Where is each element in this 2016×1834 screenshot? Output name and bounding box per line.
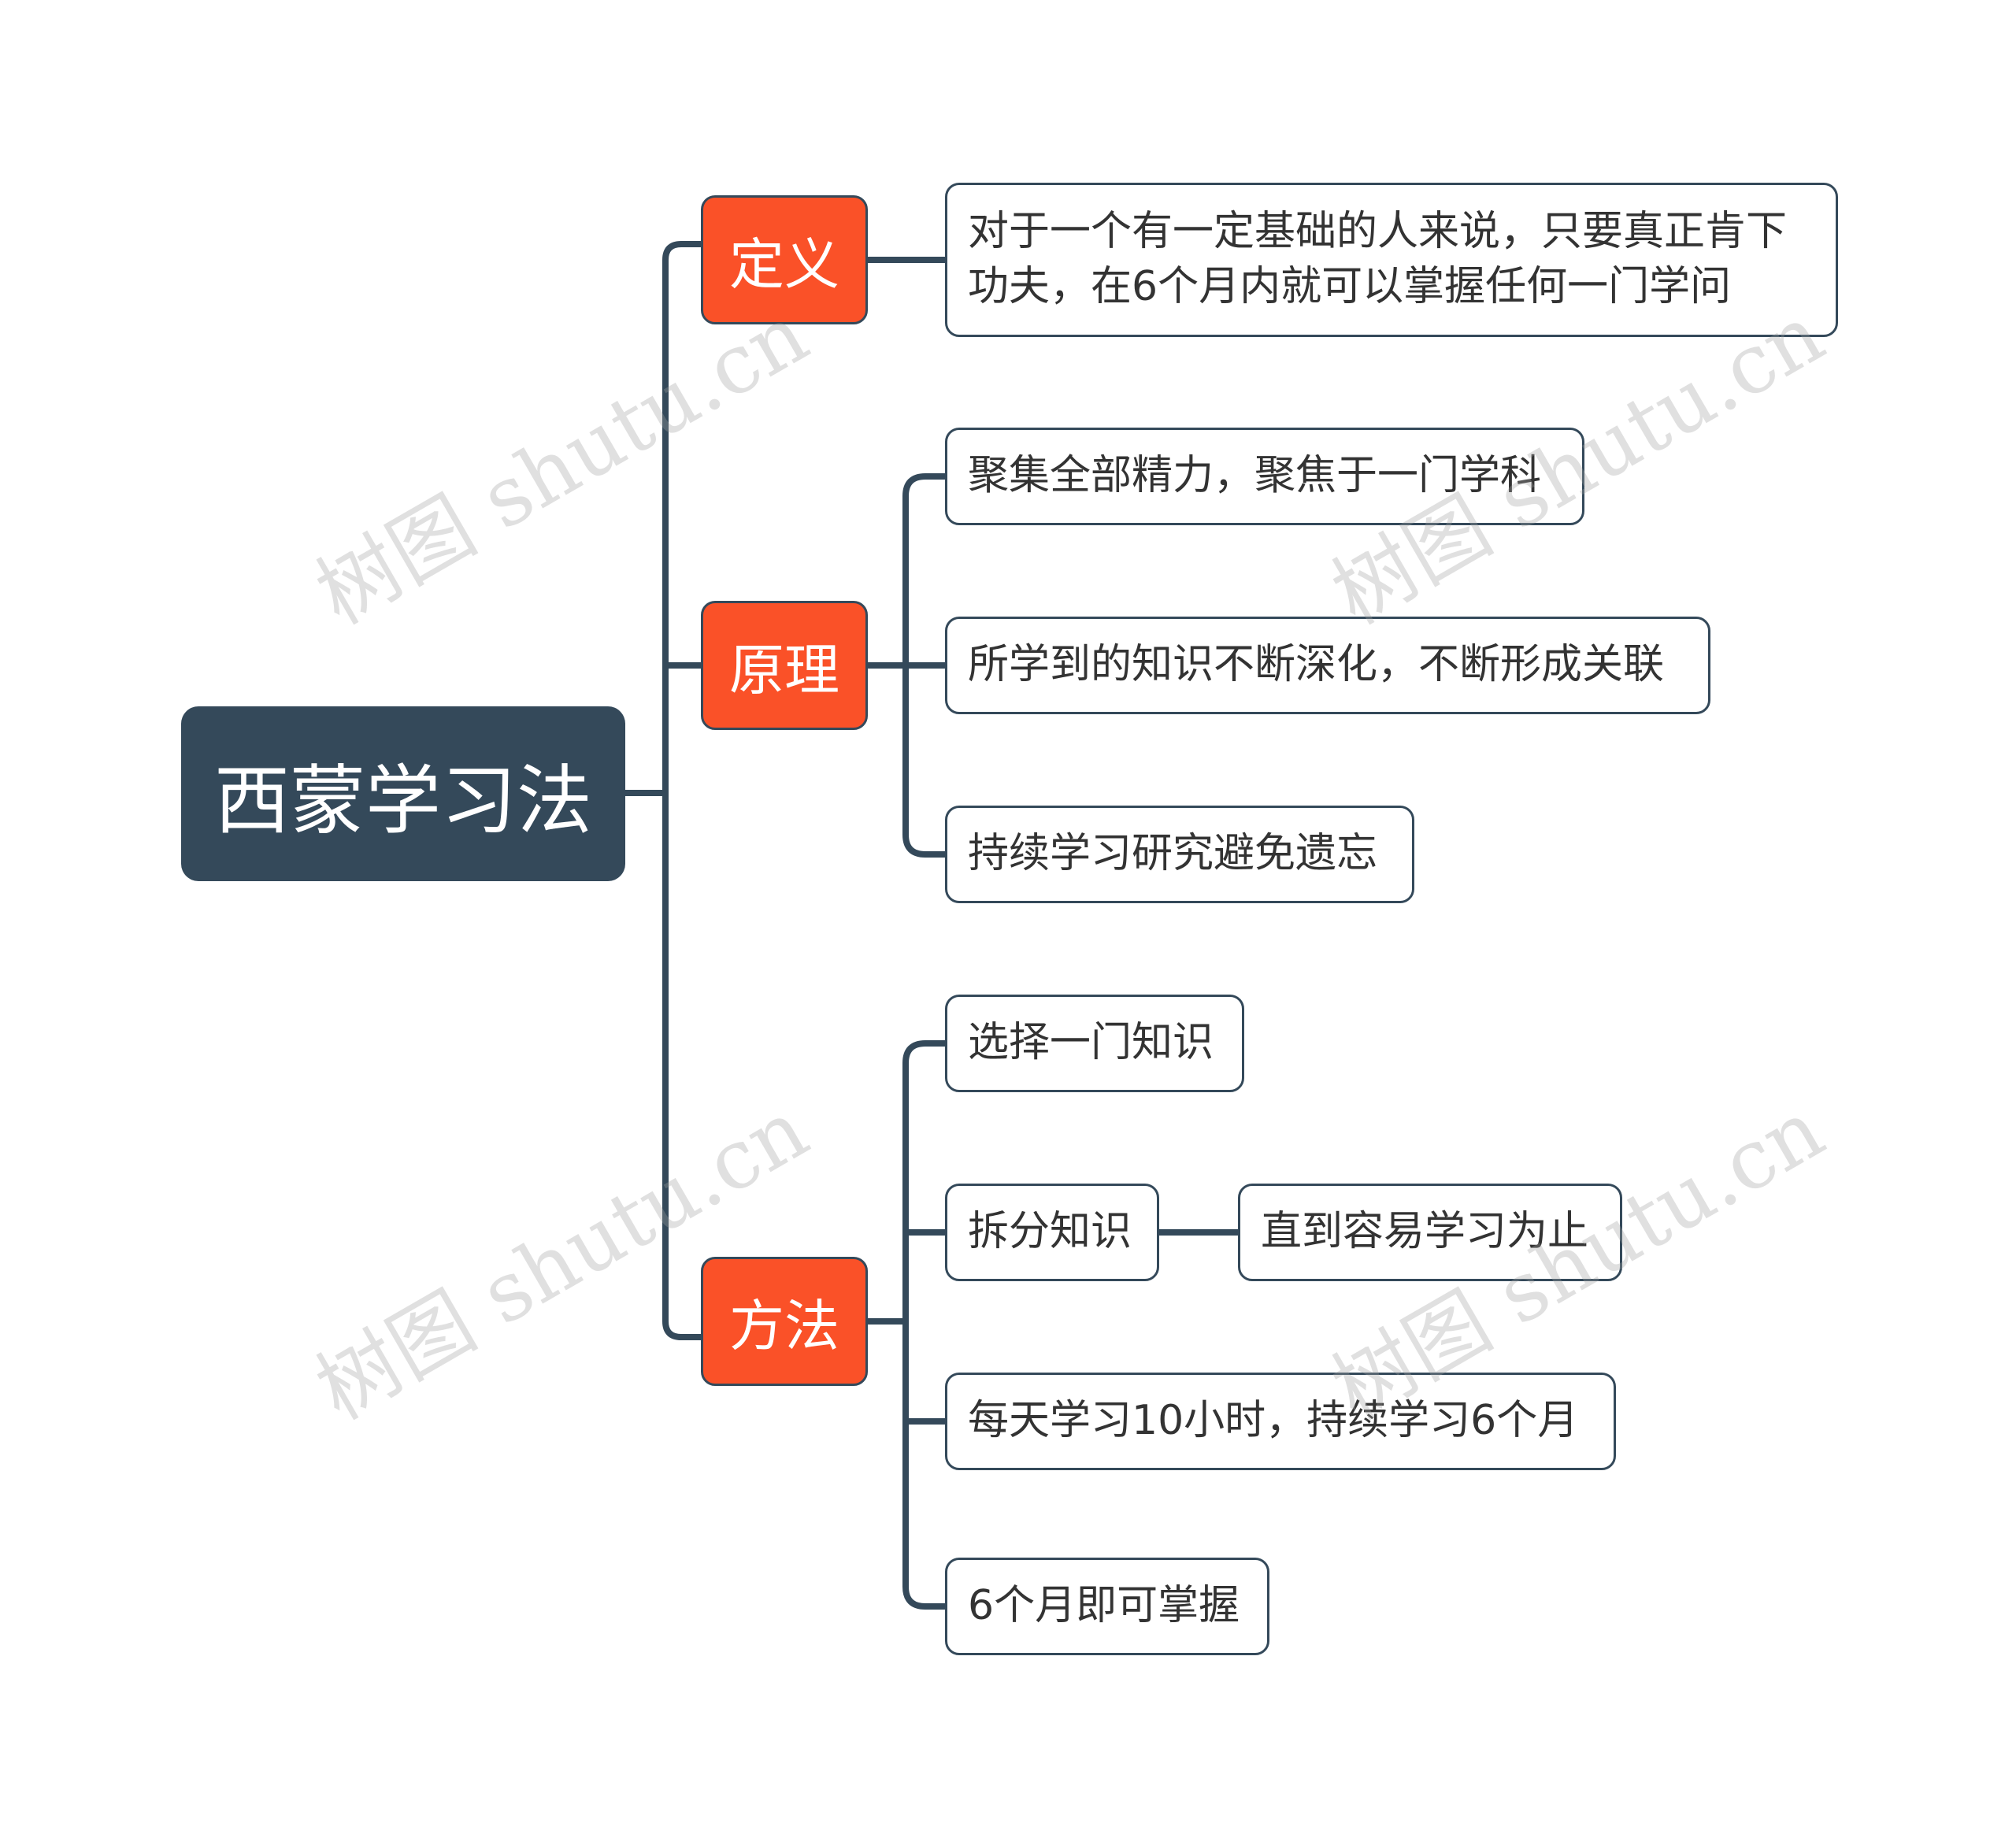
method-leaf-1[interactable]: 选择一门知识 (945, 995, 1244, 1092)
leaf-text: 直到容易学习为止 (1261, 1208, 1589, 1256)
branch-principle-label: 原理 (729, 637, 839, 702)
branch-method[interactable]: 方法 (701, 1257, 868, 1386)
principle-leaf-1[interactable]: 聚集全部精力，聚焦于一门学科 (945, 428, 1584, 525)
branch-definition-label: 定义 (729, 232, 839, 297)
leaf-text: 每天学习10小时，持续学习6个月 (968, 1397, 1579, 1445)
root-label: 西蒙学习法 (214, 756, 592, 845)
definition-line: 功夫，在6个月内就可以掌握任何一门学问 (968, 263, 1732, 310)
branch-principle[interactable]: 原理 (701, 601, 868, 730)
principle-leaf-2[interactable]: 所学到的知识不断深化，不断形成关联 (945, 617, 1710, 714)
trunk-line (662, 241, 704, 1340)
method-sub-leaf[interactable]: 直到容易学习为止 (1238, 1184, 1622, 1281)
branch-definition[interactable]: 定义 (701, 195, 868, 324)
root-node[interactable]: 西蒙学习法 (181, 706, 625, 881)
branch-method-label: 方法 (729, 1293, 839, 1358)
method-leaf-4[interactable]: 6个月即可掌握 (945, 1558, 1269, 1655)
leaf-text: 聚集全部精力，聚焦于一门学科 (968, 452, 1542, 500)
method-connector (865, 1040, 948, 1610)
leaf-text: 拆分知识 (968, 1208, 1132, 1256)
principle-leaf-3[interactable]: 持续学习研究避免遗忘 (945, 806, 1414, 903)
leaf-text: 6个月即可掌握 (968, 1582, 1240, 1630)
method-leaf-3[interactable]: 每天学习10小时，持续学习6个月 (945, 1373, 1616, 1470)
definition-text: 对于一个有一定基础的人来说，只要真正肯下 功夫，在6个月内就可以掌握任何一门学问 (968, 205, 1787, 314)
leaf-text: 所学到的知识不断深化，不断形成关联 (968, 641, 1665, 689)
method-leaf-2[interactable]: 拆分知识 (945, 1184, 1159, 1281)
leaf-text: 选择一门知识 (968, 1019, 1214, 1067)
leaf-text: 持续学习研究避免遗忘 (968, 830, 1378, 878)
principle-connector (865, 473, 948, 858)
definition-leaf[interactable]: 对于一个有一定基础的人来说，只要真正肯下 功夫，在6个月内就可以掌握任何一门学问 (945, 183, 1838, 337)
definition-line: 对于一个有一定基础的人来说，只要真正肯下 (968, 208, 1788, 256)
